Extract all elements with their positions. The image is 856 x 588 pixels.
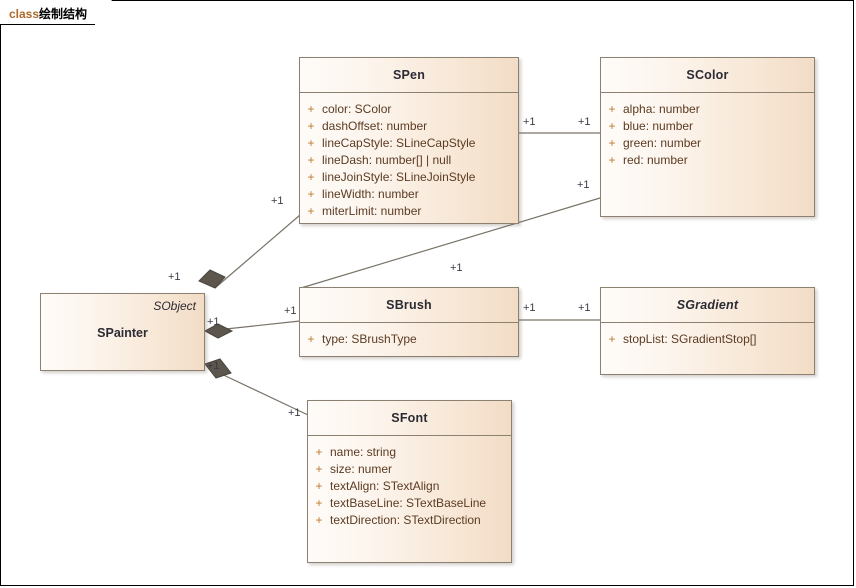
diagram-title-name: 绘制结构 — [39, 7, 88, 21]
class-title-sbrush: SBrush — [386, 298, 432, 312]
attribute-label: green: number — [623, 136, 702, 150]
link-painter-brush — [206, 320, 301, 332]
attribute-row: + stopList: SGradientStop[] — [601, 331, 814, 348]
class-header-sgradient: SGradient — [601, 288, 814, 323]
attribute-row: + textAlign: STextAlign — [308, 478, 511, 495]
attribute-visibility: + — [608, 119, 616, 133]
class-title-spen: SPen — [392, 68, 426, 82]
attribute-visibility: + — [307, 119, 315, 133]
attribute-label: textAlign: STextAlign — [330, 479, 440, 493]
attribute-row: + color: SColor — [300, 101, 518, 118]
attribute-label: type: SBrushType — [322, 332, 417, 346]
attribute-row: + miterLimit: number — [300, 203, 518, 220]
multiplicity-painter-pen-near: +1 — [168, 271, 181, 283]
class-box-spen[interactable]: SPen + color: SColor + dashOffset: numbe… — [299, 57, 519, 224]
attribute-row: + dashOffset: number — [300, 118, 518, 135]
class-stereotype-spainter: SObject — [153, 299, 196, 313]
class-attributes-sfont: + name: string + size: numer + textAlign… — [308, 436, 511, 537]
attribute-label: lineDash: number[] | null — [322, 153, 452, 167]
class-title-sgradient: SGradient — [676, 298, 739, 312]
class-header-sbrush: SBrush — [300, 288, 518, 323]
attribute-label: dashOffset: number — [322, 119, 428, 133]
attribute-label: alpha: number — [623, 102, 700, 116]
multiplicity-painter-font-near: +1 — [207, 360, 220, 372]
attribute-row: + green: number — [601, 135, 814, 152]
attribute-visibility: + — [307, 204, 315, 218]
attribute-label: stopList: SGradientStop[] — [623, 332, 757, 346]
attribute-row: + textDirection: STextDirection — [308, 512, 511, 529]
attribute-row: + lineCapStyle: SLineCapStyle — [300, 135, 518, 152]
multiplicity-painter-font-far: +1 — [288, 407, 301, 419]
class-attributes-spen: + color: SColor + dashOffset: number + l… — [300, 93, 518, 228]
attribute-label: lineWidth: number — [322, 187, 419, 201]
multiplicity-brush-color-lower: +1 — [450, 262, 463, 274]
attribute-visibility: + — [307, 332, 315, 346]
link-painter-pen — [214, 214, 301, 289]
attribute-label: blue: number — [623, 119, 694, 133]
attribute-visibility: + — [608, 136, 616, 150]
multiplicity-painter-brush-far: +1 — [284, 305, 297, 317]
attribute-visibility: + — [608, 102, 616, 116]
attribute-visibility: + — [307, 153, 315, 167]
class-box-spainter[interactable]: SObject SPainter — [40, 293, 205, 371]
class-box-sfont[interactable]: SFont + name: string + size: numer + tex… — [307, 400, 512, 563]
class-title-sfont: SFont — [391, 411, 428, 425]
multiplicity-painter-pen-far: +1 — [271, 195, 284, 207]
attribute-label: name: string — [330, 445, 397, 459]
diamond-painter-pen — [198, 269, 226, 289]
multiplicity-pen-color-left: +1 — [523, 116, 536, 128]
attribute-label: color: SColor — [322, 102, 392, 116]
class-header-scolor: SColor — [601, 58, 814, 93]
attribute-visibility: + — [315, 496, 323, 510]
attribute-row: + lineJoinStyle: SLineJoinStyle — [300, 169, 518, 186]
attribute-row: + alpha: number — [601, 101, 814, 118]
attribute-label: textBaseLine: STextBaseLine — [330, 496, 487, 510]
attribute-visibility: + — [608, 153, 616, 167]
attribute-row: + lineDash: number[] | null — [300, 152, 518, 169]
attribute-row: + name: string — [308, 444, 511, 461]
attribute-label: lineJoinStyle: SLineJoinStyle — [322, 170, 476, 184]
attribute-label: red: number — [623, 153, 688, 167]
class-header-spainter: SObject SPainter — [41, 294, 204, 370]
diagram-title-tab-bottom-edge — [0, 24, 95, 25]
multiplicity-pen-color-right: +1 — [578, 116, 591, 128]
multiplicity-brush-gradient-right: +1 — [578, 302, 591, 314]
class-box-sbrush[interactable]: SBrush + type: SBrushType — [299, 287, 519, 357]
attribute-label: size: numer — [330, 462, 393, 476]
multiplicity-painter-brush-near: +1 — [207, 316, 220, 328]
attribute-visibility: + — [315, 445, 323, 459]
attribute-visibility: + — [307, 136, 315, 150]
attribute-row: + lineWidth: number — [300, 186, 518, 203]
attribute-row: + blue: number — [601, 118, 814, 135]
class-title-scolor: SColor — [686, 68, 729, 82]
attribute-visibility: + — [307, 102, 315, 116]
multiplicity-brush-gradient-left: +1 — [523, 302, 536, 314]
class-title-spainter: SPainter — [97, 326, 148, 340]
attribute-visibility: + — [307, 170, 315, 184]
class-header-spen: SPen — [300, 58, 518, 93]
attribute-label: miterLimit: number — [322, 204, 422, 218]
attribute-label: lineCapStyle: SLineCapStyle — [322, 136, 476, 150]
class-attributes-scolor: + alpha: number + blue: number + green: … — [601, 93, 814, 177]
attribute-visibility: + — [307, 187, 315, 201]
attribute-visibility: + — [315, 479, 323, 493]
attribute-label: textDirection: STextDirection — [330, 513, 481, 527]
attribute-visibility: + — [315, 513, 323, 527]
class-attributes-sbrush: + type: SBrushType — [300, 323, 518, 356]
multiplicity-brush-color-upper: +1 — [577, 179, 590, 191]
class-header-sfont: SFont — [308, 401, 511, 436]
diagram-title-tab — [0, 0, 112, 25]
attribute-row: + size: numer — [308, 461, 511, 478]
attribute-row: + red: number — [601, 152, 814, 169]
class-box-scolor[interactable]: SColor + alpha: number + blue: number + … — [600, 57, 815, 217]
attribute-row: + textBaseLine: STextBaseLine — [308, 495, 511, 512]
attribute-row: + type: SBrushType — [300, 331, 518, 348]
class-attributes-sgradient: + stopList: SGradientStop[] — [601, 323, 814, 356]
attribute-visibility: + — [315, 462, 323, 476]
diagram-title: class绘制结构 — [9, 5, 87, 22]
diagram-title-keyword: class — [9, 7, 40, 21]
class-box-sgradient[interactable]: SGradient + stopList: SGradientStop[] — [600, 287, 815, 375]
attribute-visibility: + — [608, 332, 616, 346]
